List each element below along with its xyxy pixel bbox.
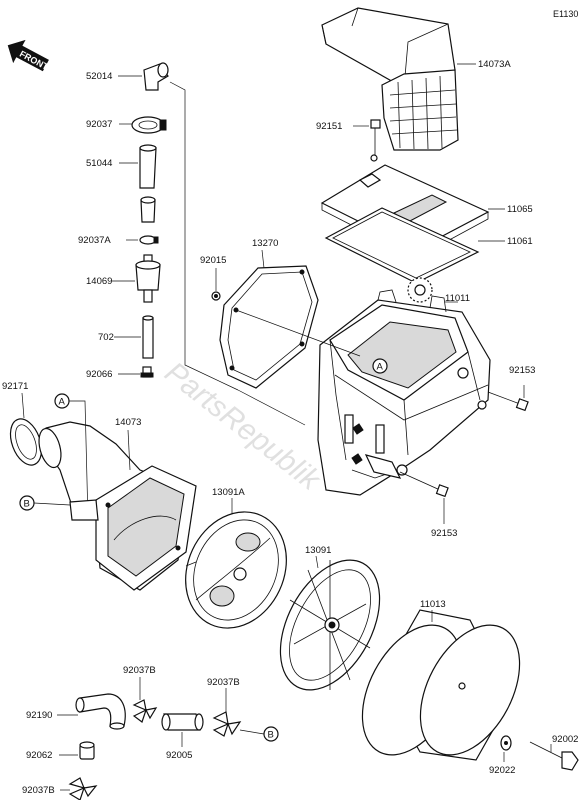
- filter-14069: [135, 254, 161, 303]
- label-11013: 11013: [420, 599, 446, 610]
- label-13091a: 13091A: [212, 487, 245, 498]
- intake-cover-14073a: [321, 7, 459, 151]
- air-box-11011: [317, 289, 491, 496]
- label-92037b-3: 92037B: [22, 785, 55, 796]
- bolt-92153-right: [487, 391, 529, 412]
- label-92002: 92002: [552, 734, 578, 745]
- fitting-92005: [161, 713, 204, 731]
- label-13091: 13091: [305, 545, 331, 556]
- breather-icon: [407, 277, 433, 303]
- callout-b-bottom-label: B: [268, 730, 274, 741]
- elbow-52014: [143, 62, 169, 91]
- label-702: 702: [98, 332, 114, 343]
- label-92151: 92151: [316, 121, 342, 132]
- label-92153-top: 92153: [509, 365, 535, 376]
- bolt-92151: [370, 119, 381, 162]
- callout-a-inlet-label: A: [59, 397, 66, 408]
- callout-a-box: [372, 358, 388, 374]
- intake-duct-14073: [38, 421, 197, 591]
- gasket-13270: [219, 265, 319, 389]
- callout-a-box-label: A: [377, 362, 384, 373]
- cap-92062: [79, 741, 95, 760]
- hose-92190: [75, 693, 126, 730]
- label-11065: 11065: [507, 204, 533, 215]
- gasket-11061: [324, 207, 480, 284]
- front-arrow-icon: FRONT: [7, 39, 50, 72]
- frame-13091: [279, 559, 381, 691]
- fitting-92066: [140, 366, 154, 378]
- label-92022: 92022: [489, 765, 515, 776]
- label-92037b-1: 92037B: [123, 665, 156, 676]
- label-92037b-2: 92037B: [207, 677, 240, 688]
- bolt-92002: [529, 741, 579, 771]
- label-14069: 14069: [86, 276, 112, 287]
- callout-b-inlet-label: B: [24, 499, 30, 510]
- label-11061: 11061: [507, 236, 533, 247]
- label-14073: 14073: [115, 417, 141, 428]
- diagram-code: E1130: [553, 9, 578, 19]
- label-52014: 52014: [86, 71, 112, 82]
- clamp-92037b-2: [212, 711, 242, 737]
- label-13270: 13270: [252, 238, 278, 249]
- label-92171: 92171: [2, 381, 28, 392]
- clamp-92037b-1: [132, 699, 158, 723]
- label-92037a: 92037A: [78, 235, 111, 246]
- label-14073a: 14073A: [478, 59, 511, 70]
- clamp-92037a: [139, 235, 159, 245]
- label-92062: 92062: [26, 750, 52, 761]
- label-92153-bottom: 92153: [431, 528, 457, 539]
- label-92037-top: 92037: [86, 119, 112, 130]
- bolt-92153-bottom: [399, 471, 449, 498]
- nut-92015: [211, 291, 221, 301]
- label-51044: 51044: [86, 158, 112, 169]
- tube-702: [142, 315, 154, 359]
- hose-51044: [139, 144, 157, 223]
- label-92066: 92066: [86, 369, 112, 380]
- filter-element-11013: [361, 609, 521, 761]
- washer-92022: [500, 735, 512, 751]
- cover-13091a: [185, 511, 287, 629]
- clamp-92037: [131, 116, 167, 134]
- label-92015: 92015: [200, 255, 226, 266]
- clamp-92037b-3: [68, 777, 98, 800]
- label-92005: 92005: [166, 750, 192, 761]
- label-11011: 11011: [445, 293, 470, 304]
- label-92190: 92190: [26, 710, 52, 721]
